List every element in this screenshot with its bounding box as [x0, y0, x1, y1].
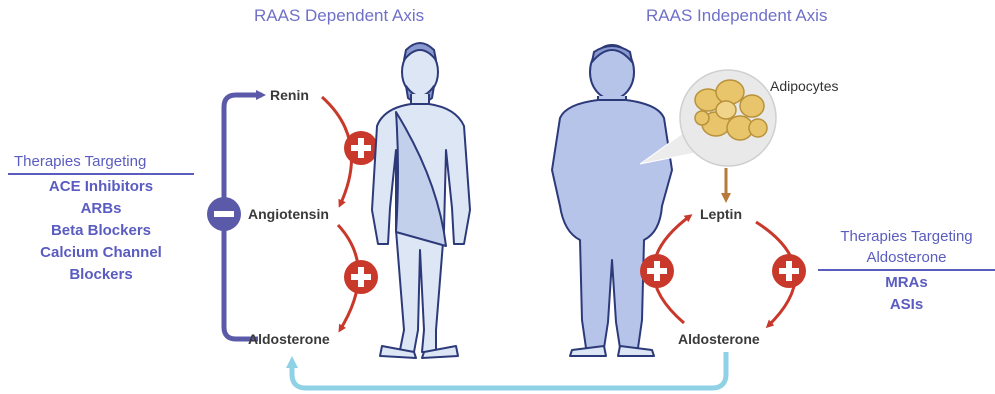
therapy-item: ASIs	[818, 294, 995, 316]
renin-label: Renin	[270, 87, 309, 103]
left-therapies-divider	[8, 173, 194, 175]
left-aldosterone-label: Aldosterone	[248, 331, 330, 347]
independent-to-dependent-link-arrow	[292, 352, 726, 388]
therapy-item: ACE Inhibitors	[8, 176, 194, 198]
right-axis-title: RAAS Independent Axis	[646, 6, 827, 26]
left-therapies-list: ACE Inhibitors ARBs Beta Blockers Calciu…	[8, 176, 194, 286]
therapy-item: MRAs	[818, 272, 995, 294]
right-therapies-heading: Therapies Targeting Aldosterone	[818, 226, 995, 268]
minus-badge-icon	[207, 197, 241, 231]
therapy-item: ARBs	[8, 198, 194, 220]
angiotensin-label: Angiotensin	[248, 206, 329, 222]
therapy-item: Calcium Channel	[8, 242, 194, 264]
plus-badge-icon	[344, 260, 378, 294]
right-aldosterone-label: Aldosterone	[678, 331, 760, 347]
right-therapies-heading-line2: Aldosterone	[818, 248, 995, 268]
obese-man-figure-icon	[552, 45, 672, 356]
left-axis-title: RAAS Dependent Axis	[254, 6, 424, 26]
leptin-label: Leptin	[700, 206, 742, 222]
plus-badge-icon	[772, 254, 806, 288]
lean-man-figure-icon	[372, 43, 470, 358]
adipocytes-label: Adipocytes	[770, 78, 838, 94]
right-therapies-list: MRAs ASIs	[818, 272, 995, 316]
left-therapies-heading: Therapies Targeting	[14, 153, 146, 170]
therapy-item: Blockers	[8, 264, 194, 286]
right-therapies-heading-line1: Therapies Targeting	[818, 226, 995, 248]
right-therapies-divider	[818, 269, 995, 271]
plus-badge-icon	[640, 254, 674, 288]
therapy-item: Beta Blockers	[8, 220, 194, 242]
plus-badge-icon	[344, 131, 378, 165]
